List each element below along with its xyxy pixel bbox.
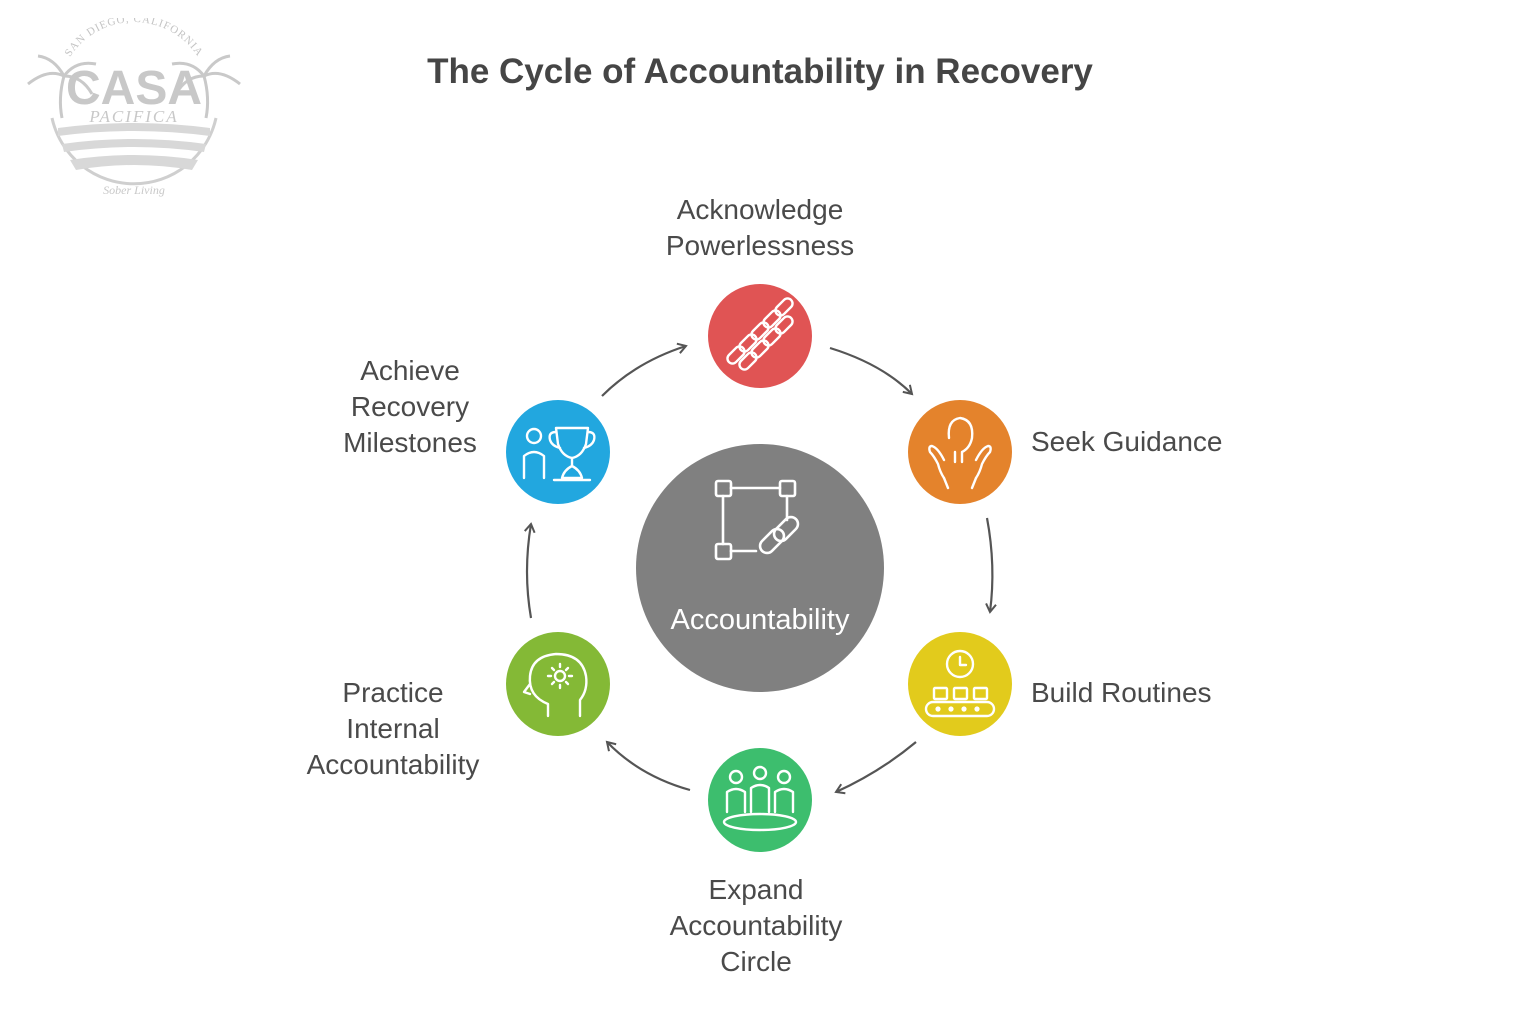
center-label: Accountability [670,604,850,636]
person-trophy-icon [522,426,596,482]
step-circle-expand-accountability-circle [708,748,812,852]
step-circle-practice-internal-accountability [506,632,610,736]
step-circle-build-routines [908,632,1012,736]
logo-name: CASA [66,62,202,115]
center-circle [636,444,884,692]
chain-icon [726,297,794,371]
arrow-2-to-3 [985,517,997,614]
group-people-icon [722,765,798,832]
step-label-practice-internal-accountability: Practice Internal Accountability [306,677,480,780]
arrow-4-to-5 [605,740,691,792]
step-circle-achieve-recovery-milestones [506,400,610,504]
arrow-1-to-2 [829,346,914,396]
step-label-acknowledge-powerlessness: Acknowledge Powerlessness [665,194,855,261]
head-gear-icon [522,652,588,718]
step-label-expand-accountability-circle: Expand Accountability Circle [669,874,843,977]
step-label-build-routines: Build Routines [1031,677,1212,708]
arrow-5-to-6 [524,522,536,619]
clock-conveyor-icon [924,649,996,718]
hands-support-person-icon [928,416,992,490]
connected-square-link-icon [714,479,800,561]
arrow-6-to-1 [601,342,688,397]
logo-script-text: Sober Living [103,183,165,197]
logo-subname: PACIFICA [88,107,178,126]
arrow-3-to-4 [834,741,917,795]
step-label-seek-guidance: Seek Guidance [1031,426,1223,457]
casa-pacifica-logo: SAN DIEGO, CALIFORNIA CASA PACIFICA Sobe… [27,18,241,197]
page-title: The Cycle of Accountability in Recovery [427,52,1093,91]
step-label-achieve-recovery-milestones: Achieve Recovery Milestones [343,355,477,458]
step-circle-seek-guidance [908,400,1012,504]
step-circle-acknowledge-powerlessness [708,284,812,388]
